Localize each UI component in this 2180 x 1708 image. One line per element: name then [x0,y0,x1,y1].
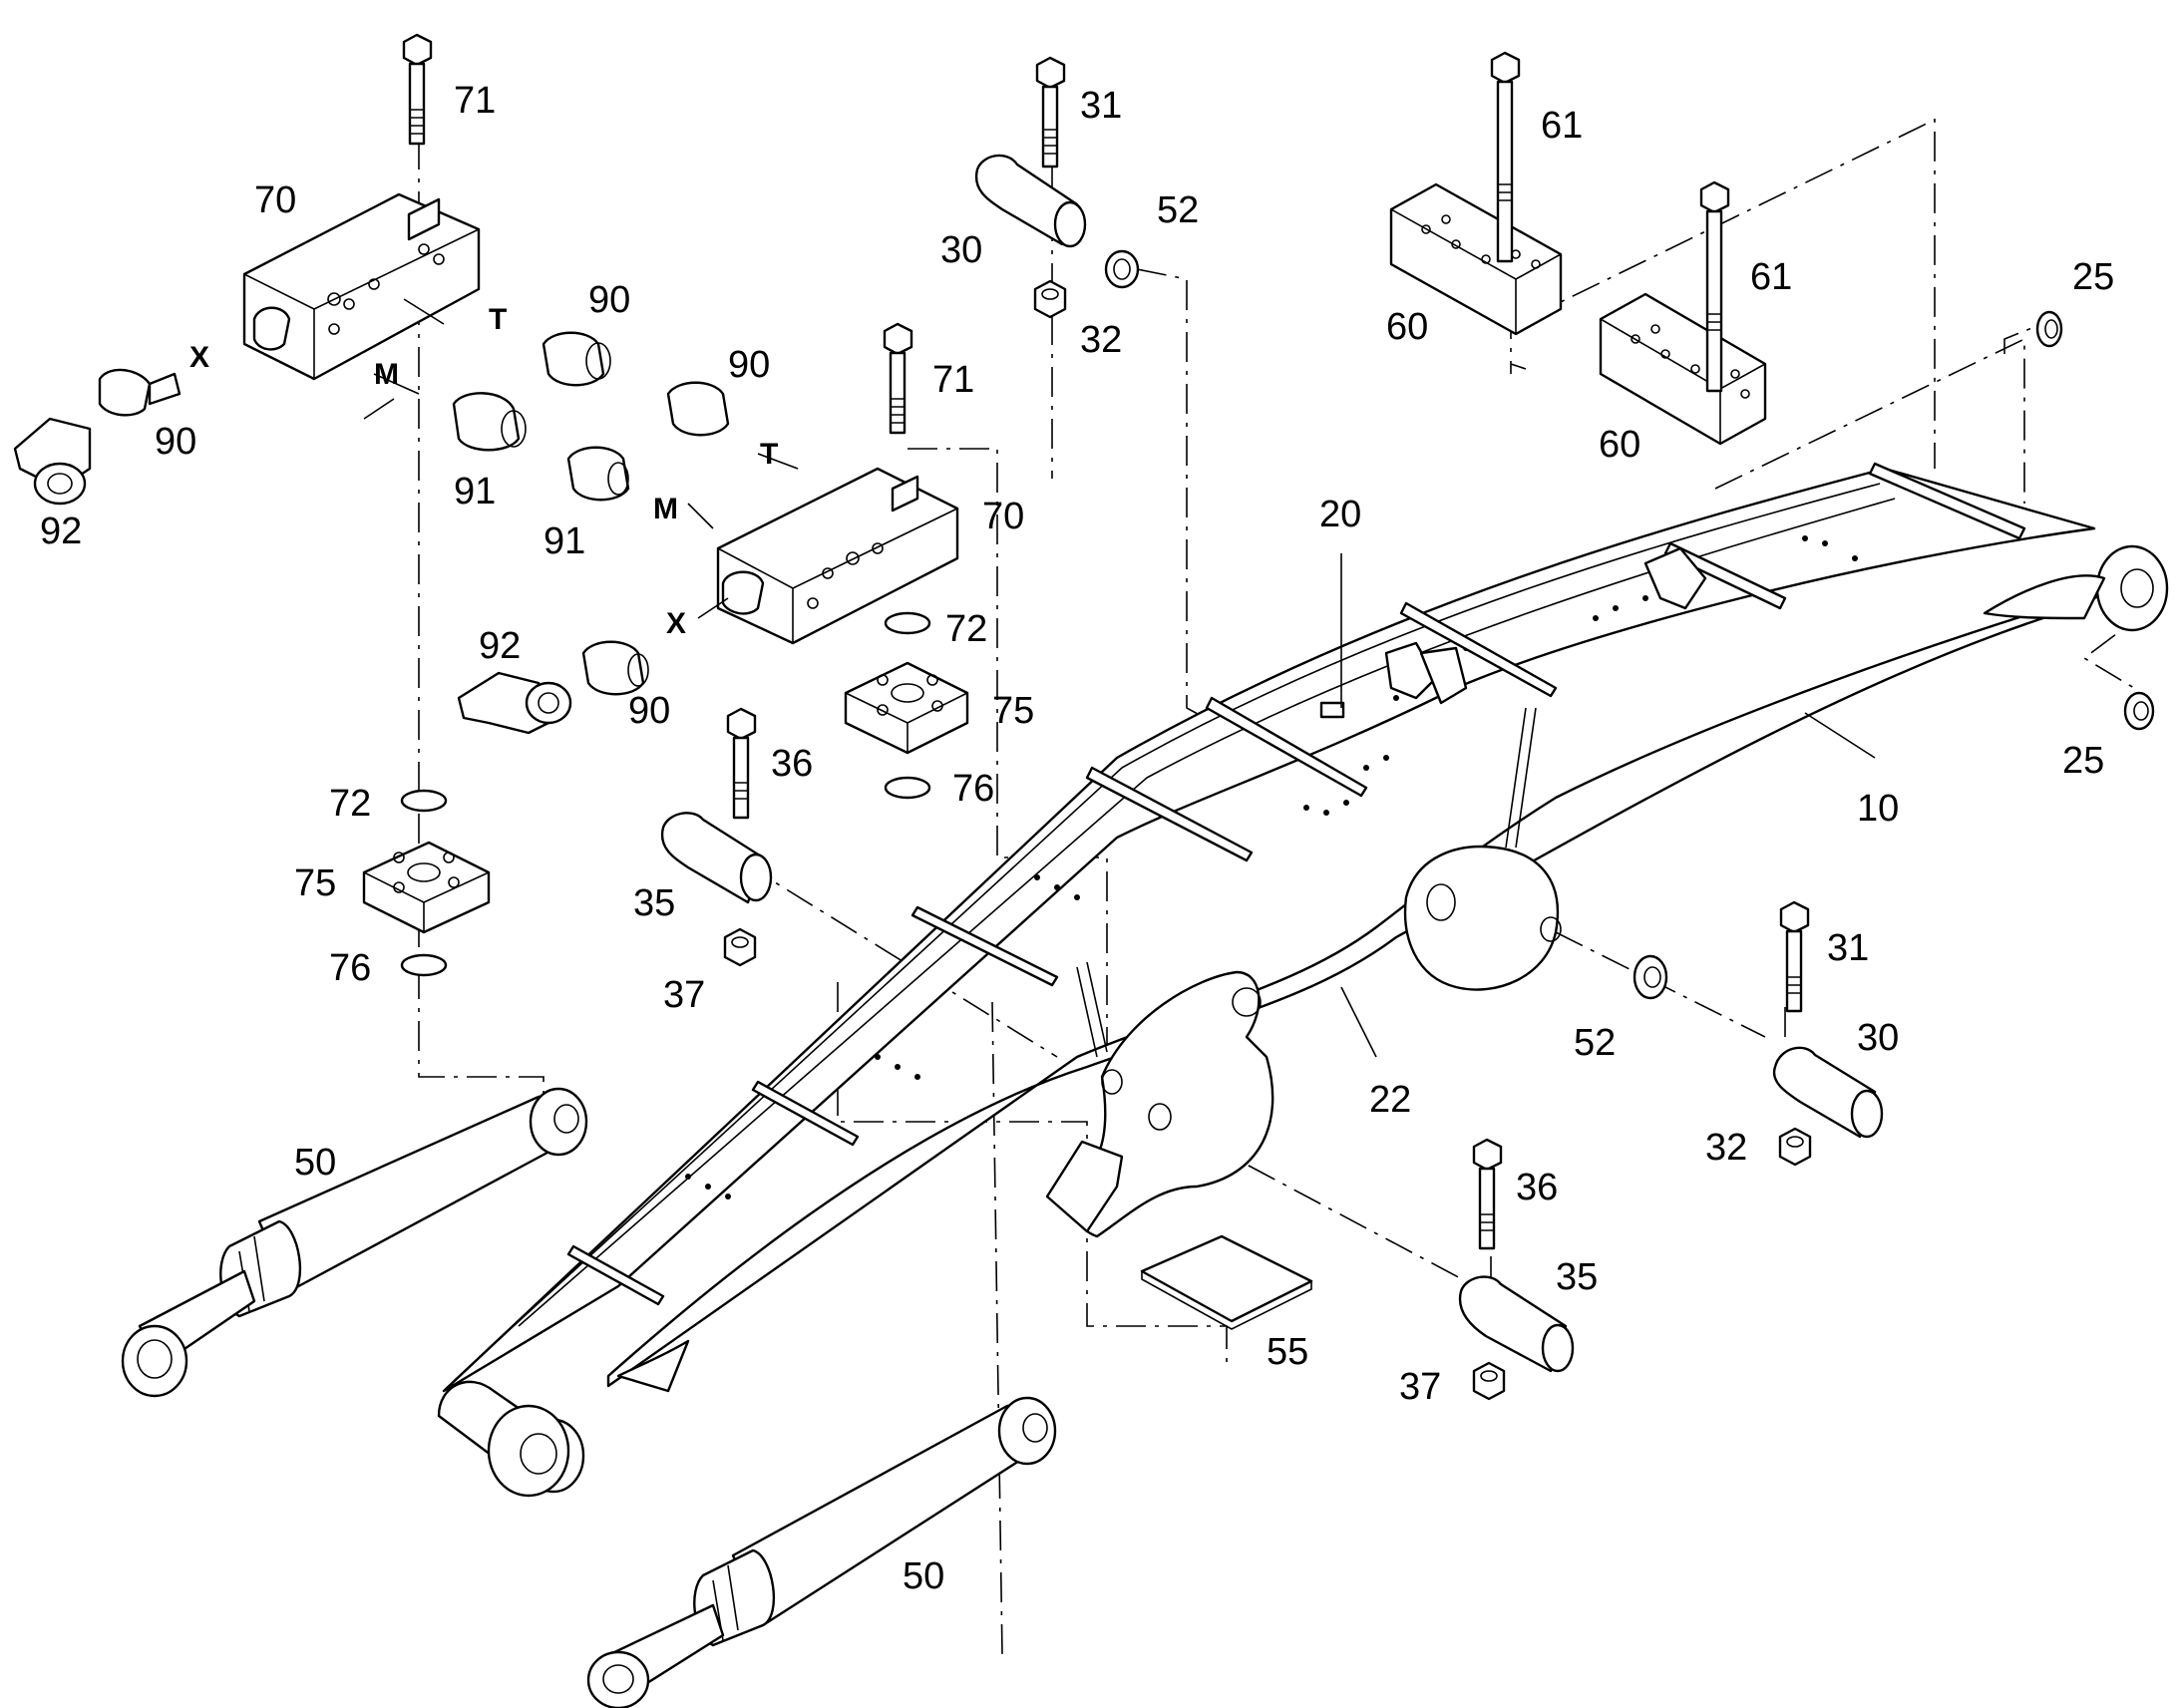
label-75-a: 75 [294,862,336,904]
label-70-b: 70 [982,496,1024,537]
fitting-90-c [666,381,730,437]
fitting-90-d [581,640,649,696]
leader-lines [418,118,2165,1656]
nut-37-b [1472,1361,1506,1401]
label-leaders [363,298,1876,1058]
label-92-b: 92 [479,625,521,667]
fitting-91-a [452,392,527,452]
bolt-31-a [1035,56,1066,169]
label-52-b: 52 [1574,1022,1616,1064]
valve-block-70-b [716,467,959,645]
nut-32-b [1778,1127,1812,1167]
pin-35-b [1458,1275,1575,1373]
fitting-90-b [542,331,611,387]
plate-60-b [1599,292,1767,446]
label-90-a: 90 [155,421,196,463]
port-m-a: M [374,358,399,391]
label-50-a: 50 [294,1142,336,1184]
bolt-61-b [1699,180,1730,393]
nut-37-a [723,927,757,967]
label-35-a: 35 [633,882,675,924]
pin-35-a [660,812,773,904]
label-76-b: 76 [952,768,994,810]
label-91-b: 91 [544,520,585,562]
label-61-b: 61 [1750,256,1792,298]
label-25-b: 25 [2062,740,2104,782]
fitting-92-b [457,671,572,735]
label-50-b: 50 [903,1555,944,1597]
label-72-a: 72 [329,783,371,825]
label-30-b: 30 [1857,1017,1899,1059]
port-t-b: T [760,438,778,471]
label-91-a: 91 [454,471,496,512]
nut-32-a [1033,279,1067,319]
label-36-b: 36 [1516,1167,1558,1208]
clamp-strips [566,462,2026,1306]
washer-52-b [1633,954,1668,1000]
label-92-a: 92 [40,511,82,552]
label-37-b: 37 [1399,1366,1441,1408]
label-60-b: 60 [1599,424,1640,466]
cylinder-50-a [121,1087,588,1398]
washer-52-a [1104,249,1140,289]
fitting-92-a [13,417,92,506]
label-32-b: 32 [1705,1127,1747,1169]
port-m-b: M [653,493,678,525]
label-25-a: 25 [2072,256,2114,298]
label-90-b: 90 [588,279,630,321]
label-52-a: 52 [1157,189,1199,231]
bolt-71-a [402,33,433,146]
pin-30-a [974,154,1087,248]
pad-55 [1140,1234,1313,1330]
fitting-91-b [566,446,630,502]
label-75-b: 75 [992,690,1034,732]
fitting-90-a [98,368,182,417]
part-labels: 71 70 90 92 90 91 90 71 91 70 92 90 72 7… [40,80,2114,1597]
label-22: 22 [1369,1079,1411,1121]
label-76-a: 76 [329,947,371,989]
valve-block-70-a [242,192,481,381]
port-t-a: T [489,303,507,336]
label-72-b: 72 [945,608,987,650]
bolt-36-b [1472,1138,1503,1250]
label-70-a: 70 [254,179,296,221]
label-35-b: 35 [1556,1256,1598,1298]
label-32-a: 32 [1080,319,1122,361]
label-55: 55 [1267,1331,1308,1373]
washer-25-b [2123,691,2155,731]
label-71-b: 71 [932,359,974,401]
pin-30-b [1772,1046,1884,1139]
label-31-a: 31 [1080,85,1122,127]
label-60-a: 60 [1386,306,1428,348]
flange-75-a [362,789,491,977]
bolt-71-b [883,322,913,435]
bolt-61-a [1490,51,1521,263]
port-x-a: X [189,341,209,374]
cylinder-50-b [586,1396,1057,1708]
bolt-36-a [726,707,757,820]
label-37-a: 37 [663,974,705,1016]
port-x-b: X [666,607,686,640]
label-31-b: 31 [1827,927,1869,969]
label-36-a: 36 [771,743,813,785]
label-20: 20 [1319,494,1361,535]
label-10: 10 [1857,788,1899,830]
label-90-d: 90 [628,690,670,732]
washer-25-a [2035,310,2063,348]
bolt-31-b [1779,900,1810,1013]
boom-structure [437,462,2169,1498]
label-61-a: 61 [1541,105,1583,147]
flange-75-b [844,611,969,800]
label-90-c: 90 [728,344,770,386]
label-71-a: 71 [454,80,496,122]
plate-60-a [1389,182,1563,336]
label-30-a: 30 [940,229,982,271]
